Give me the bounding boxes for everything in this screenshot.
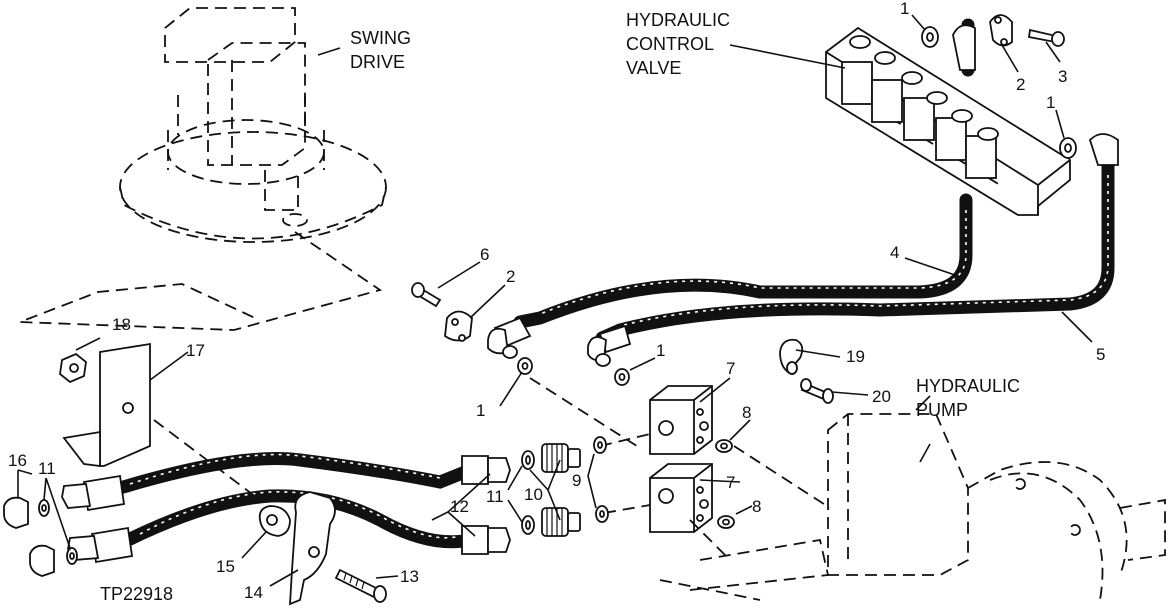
- label-pump: PUMP: [916, 400, 968, 420]
- component-labels: SWING DRIVE HYDRAULIC CONTROL VALVE HYDR…: [100, 10, 1020, 604]
- leader-lines: [17, 14, 1093, 587]
- callout-12: 12: [450, 497, 469, 516]
- clamp-14: [258, 491, 387, 606]
- swing-drive: [19, 7, 387, 331]
- label-valve: VALVE: [626, 58, 681, 78]
- callout-2: 2: [506, 267, 515, 286]
- hose-ends-upper: [411, 282, 632, 386]
- hose-5: [595, 158, 1115, 345]
- caps-and-washers: [3, 496, 78, 577]
- callout-8: 8: [742, 403, 751, 422]
- callout-2: 2: [1016, 75, 1025, 94]
- callout-13: 13: [400, 567, 419, 586]
- callout-15: 15: [216, 557, 235, 576]
- label-swing: SWING: [350, 28, 411, 48]
- label-hydraulic-valve: HYDRAULIC: [626, 10, 730, 30]
- callout-20: 20: [872, 387, 891, 406]
- callout-numbers: 1 2 3 1 4 5 6 2 1 1 7 8 7 8 9 10 11 12 1…: [8, 0, 1105, 602]
- hydraulic-control-valve: [825, 26, 1071, 216]
- callout-1: 1: [476, 401, 485, 420]
- manifold-blocks: [649, 385, 735, 533]
- callout-1: 1: [900, 0, 909, 18]
- bracket-17: [59, 342, 261, 501]
- callout-7: 7: [726, 359, 735, 378]
- valve-sections: [841, 35, 999, 179]
- callout-16: 16: [8, 451, 27, 470]
- callout-6: 6: [480, 245, 489, 264]
- callout-10: 10: [524, 485, 543, 504]
- callout-11: 11: [38, 459, 56, 478]
- label-drive: DRIVE: [350, 52, 405, 72]
- label-control: CONTROL: [626, 34, 714, 54]
- callout-18: 18: [112, 315, 131, 334]
- callout-14: 14: [244, 583, 263, 602]
- alignment-lines: [529, 377, 831, 561]
- clip-and-bolt: [779, 338, 834, 404]
- callout-3: 3: [1058, 67, 1067, 86]
- callout-1: 1: [1046, 93, 1055, 112]
- callout-4: 4: [890, 243, 899, 262]
- callout-5: 5: [1096, 345, 1105, 364]
- callout-1: 1: [656, 341, 665, 360]
- callout-9: 9: [572, 471, 581, 490]
- hoses-12: [61, 452, 511, 564]
- callout-7: 7: [726, 473, 735, 492]
- figure-id: TP22918: [100, 584, 173, 604]
- callout-19: 19: [846, 347, 865, 366]
- callout-11: 11: [486, 487, 504, 506]
- elbow-fittings: [921, 14, 1119, 166]
- callout-17: 17: [186, 341, 205, 360]
- hydraulic-pump: [659, 413, 1166, 601]
- label-hydraulic-pump: HYDRAULIC: [916, 376, 1020, 396]
- callout-8: 8: [752, 497, 761, 516]
